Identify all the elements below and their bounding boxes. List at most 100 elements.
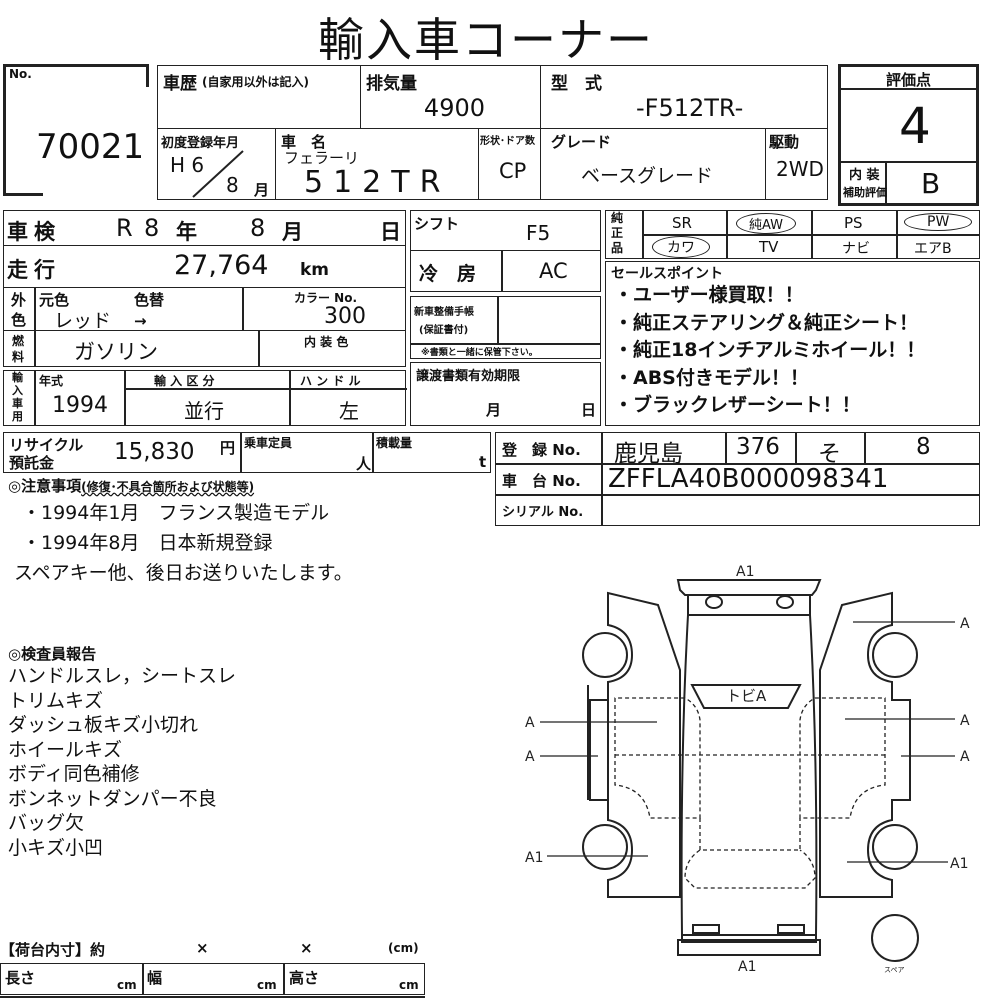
damage-left-sill: A	[525, 749, 535, 765]
warranty-label: (保証書付)	[419, 325, 469, 336]
exterior-label: 外	[11, 291, 27, 309]
fuel-value: ガソリン	[74, 340, 158, 364]
fuel-label-2: 料	[12, 350, 25, 364]
mileage-unit: km	[300, 260, 330, 280]
body-value: CP	[499, 159, 527, 183]
report-line: ダッシュ板キズ小切れ	[8, 714, 199, 736]
color-no-value: 300	[324, 304, 366, 329]
model-year-value: 1994	[52, 393, 108, 418]
fuel-label: 燃	[12, 334, 25, 348]
damage-right-rear: A1	[950, 856, 968, 872]
sales-point: ・ユーザー様買取！！	[614, 284, 804, 306]
load-label: 積載量	[376, 436, 413, 450]
callout-lines	[540, 621, 955, 863]
first-reg-cell: 初度登録年月 H 6 8 月	[157, 128, 276, 200]
cargo-times-2: ×	[300, 939, 313, 957]
interior-score-value: B	[921, 167, 941, 200]
displacement-label: 排気量	[366, 74, 417, 94]
import-type-label: 輸 入 区 分	[154, 374, 215, 388]
registration-class: 376	[736, 434, 780, 460]
report-line: ボディ同色補修	[8, 763, 140, 785]
option-pw: PW	[904, 213, 973, 231]
sheet-title: 輸入車コーナー	[318, 13, 654, 67]
car-name-cell: 車 名 フェラーリ 512TR	[275, 128, 479, 200]
ac-cell: 冷 房 AC	[410, 250, 601, 292]
drive-value: 2WD	[776, 157, 824, 181]
inspection-year: 8	[144, 214, 160, 242]
maintenance-book-label: 新車整備手帳	[414, 307, 474, 318]
lot-number: 70021	[36, 127, 145, 167]
note-line: スペアキー他、後日お送りいたします。	[14, 562, 353, 584]
registration-label: 登 録 No.	[502, 441, 581, 459]
damage-left-rear: A1	[525, 850, 543, 866]
inspection-era: R	[116, 214, 133, 242]
interior-dashed-outline	[614, 697, 886, 889]
notes-sublabel: (修復･不具合箇所および状態等)	[81, 480, 255, 494]
cargo-width-label: 幅	[147, 969, 163, 987]
color-change-label: 色替	[134, 291, 165, 309]
history-cell: 車歴 (自家用以外は記入)	[157, 65, 361, 129]
model-code-cell: 型 式 -F512TR-	[540, 65, 828, 129]
first-reg-month: 8	[226, 173, 239, 197]
import-type-value: 並行	[184, 399, 224, 423]
registration-table: 登 録 No. 鹿児島 376 そ 8 車 台 No. ZFFLA40B0000…	[495, 432, 980, 526]
capacity-unit: 人	[356, 455, 372, 473]
cargo-length-unit: cm	[117, 978, 137, 992]
color-no-label: カラー No.	[294, 291, 358, 305]
inspection-row: 車検 R 8 年 8 月 日	[3, 210, 406, 246]
fuel-row: 燃 料 ガソリン 内 装 色	[3, 330, 406, 367]
first-reg-month-unit: 月	[254, 181, 270, 199]
option-sr: SR	[672, 214, 692, 232]
damage-left-door: A	[525, 715, 535, 731]
transfer-docs-cell: 譲渡書類有効期限 月 日	[410, 362, 601, 426]
chassis-label: 車 台 No.	[502, 472, 581, 490]
damage-front: A1	[736, 564, 754, 580]
slash-divider	[192, 150, 244, 198]
notes-label: ◎注意事項	[8, 477, 82, 495]
arrow-icon: →	[134, 312, 147, 330]
cargo-label: 【荷台内寸】約	[0, 941, 106, 959]
interior-score-sublabel: 補助評価	[843, 186, 887, 199]
inspection-year-unit: 年	[176, 220, 197, 244]
damage-right-door: A	[960, 713, 970, 729]
notes-section: ◎注意事項(修復･不具合箇所および状態等) ・1994年1月 フランス製造モデル…	[8, 475, 353, 588]
sales-point: ・ブラックレザーシート！！	[614, 394, 861, 416]
first-reg-year: H 6	[170, 153, 205, 177]
inspection-label: 車検	[7, 220, 61, 244]
grade-value: ベースグレード	[581, 165, 714, 187]
shift-label: シフト	[414, 215, 460, 233]
displacement-value: 4900	[423, 94, 485, 122]
sales-point: ・純正ステアリング＆純正シート！	[614, 311, 919, 334]
shift-value: F5	[526, 221, 551, 245]
drive-cell: 駆動 2WD	[765, 128, 828, 200]
interior-score-label: 内 装	[849, 168, 880, 183]
note-line: ・1994年1月 フランス製造モデル	[22, 502, 330, 524]
spare-tire	[871, 914, 919, 962]
inspection-month-unit: 月	[282, 220, 303, 244]
report-line: バッグ欠	[8, 812, 85, 834]
registration-number: 8	[916, 434, 931, 460]
recycle-label-2: 預託金	[9, 454, 55, 472]
orig-color-label: 元色	[39, 291, 70, 309]
report-line: ハンドルスレ，シートスレ	[8, 665, 237, 687]
ac-label: 冷 房	[419, 263, 477, 285]
import-label: 輸入車用	[12, 371, 23, 423]
cargo-width-unit: cm	[257, 978, 277, 992]
option-navi: ナビ	[842, 241, 870, 257]
damage-right-sill: A	[960, 749, 970, 765]
car-body-outline	[582, 579, 919, 962]
exterior-label-2: 色	[11, 311, 27, 329]
lot-box: No. 70021	[3, 64, 149, 196]
shift-cell: シフト F5	[410, 210, 601, 251]
transfer-day-unit: 日	[581, 401, 597, 419]
inspection-month: 8	[250, 214, 266, 242]
serial-label: シリアル No.	[502, 505, 584, 520]
history-note: (自家用以外は記入)	[202, 75, 309, 89]
recycle-row: リサイクル 預託金 15,830 円 乗車定員 人 積載量 t	[3, 432, 491, 473]
report-line: ボンネットダンパー不良	[8, 787, 217, 810]
displacement-cell: 排気量 4900	[360, 65, 541, 129]
cargo-unit: (cm)	[388, 941, 419, 955]
damage-right-front: A	[960, 616, 970, 632]
load-unit: t	[479, 453, 487, 471]
mileage-label: 走行	[7, 258, 61, 282]
